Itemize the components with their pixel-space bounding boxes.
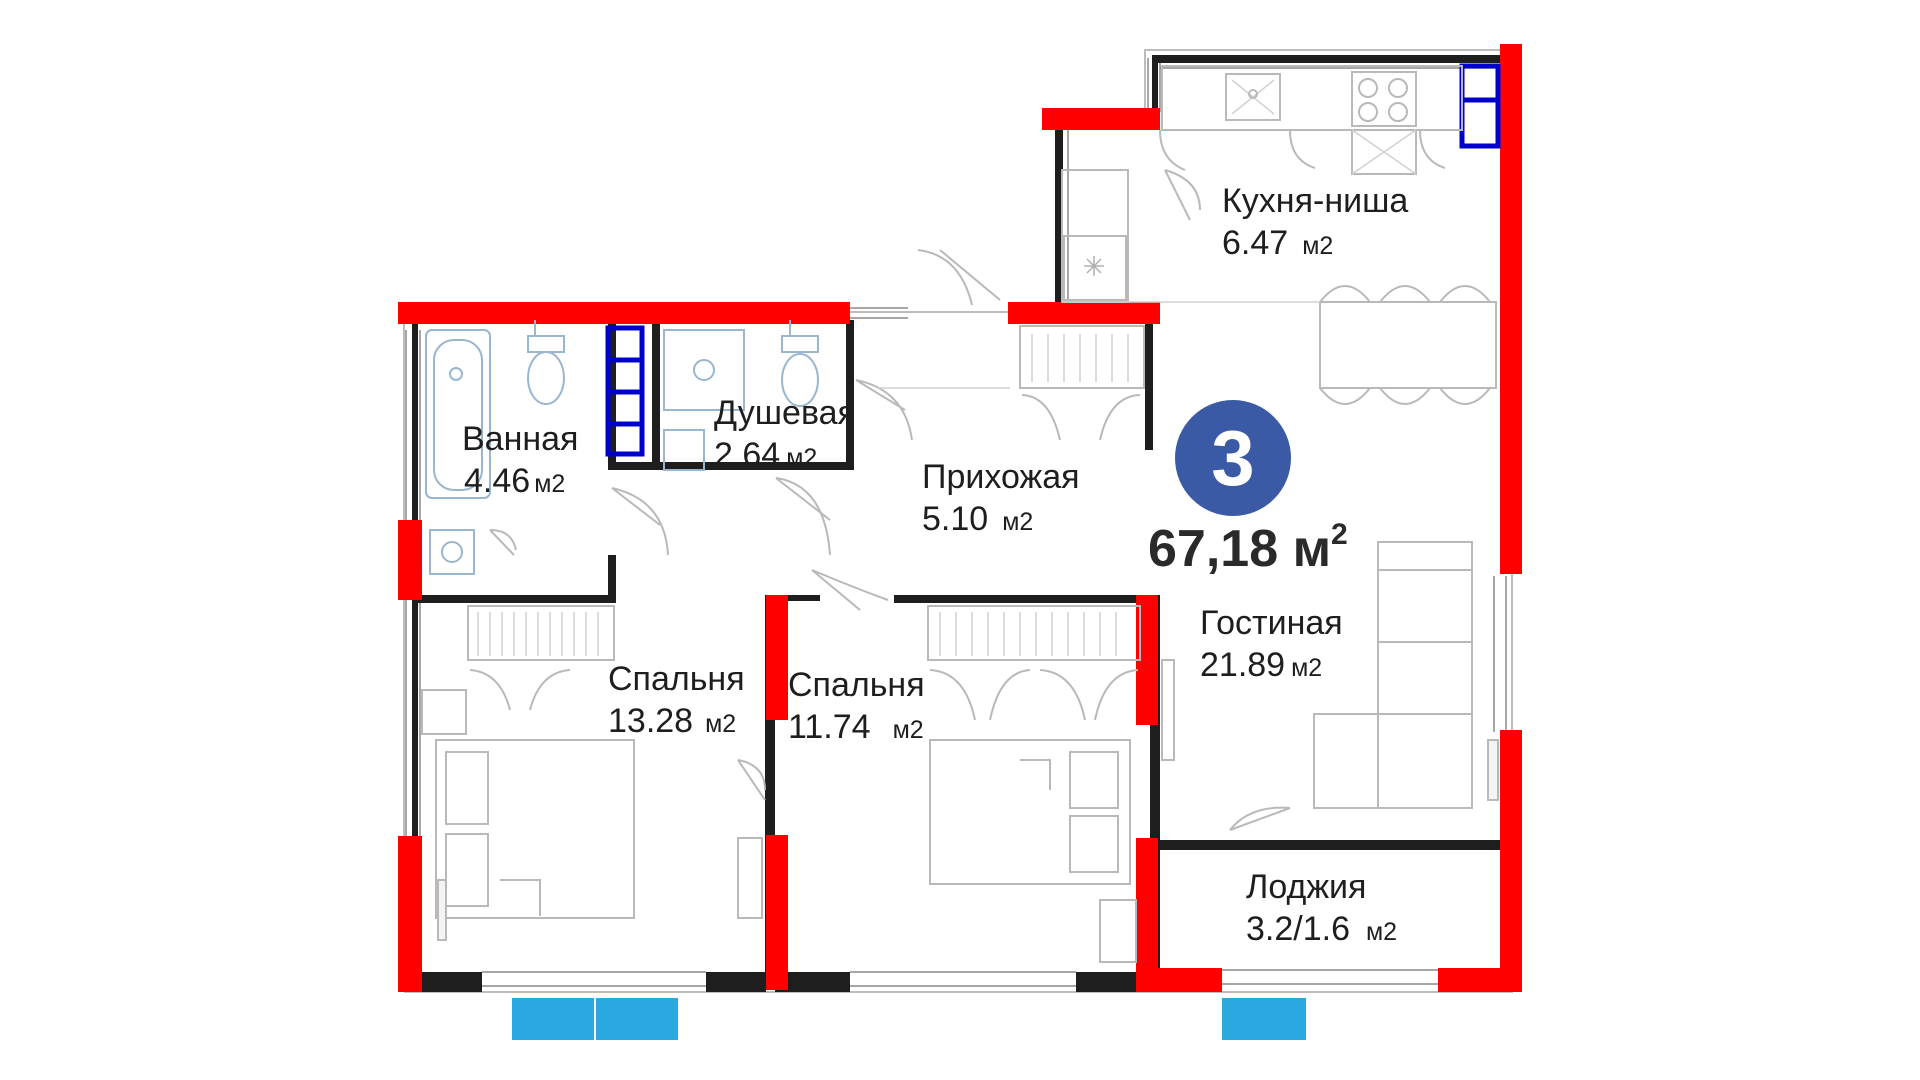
window-marker <box>1222 998 1306 1040</box>
bed <box>435 739 635 919</box>
wall-left-1 <box>398 520 422 600</box>
stove <box>1351 71 1417 127</box>
shower-tray <box>663 329 745 411</box>
dishwasher <box>1351 129 1417 175</box>
wall-left-2 <box>398 836 422 992</box>
wall-loggia-left <box>1136 838 1158 992</box>
rooms-count-badge: 3 <box>1175 400 1291 516</box>
wall-right <box>1500 44 1522 574</box>
wall-mid-2 <box>766 835 788 990</box>
wall-living-left <box>1136 595 1158 725</box>
toilet <box>527 351 565 405</box>
wall-right-lower <box>1500 730 1522 992</box>
room-name-bathroom: Ванная <box>462 420 578 458</box>
dining-table <box>878 285 1497 405</box>
room-name-bedroom-2: Спальня <box>788 666 925 704</box>
door <box>917 249 1001 306</box>
window-marker <box>596 998 678 1040</box>
window-marker <box>512 998 594 1040</box>
door <box>611 487 669 556</box>
wall-top-mid <box>1008 302 1160 324</box>
kitchen-sink <box>1225 73 1281 121</box>
room-name-kitchen: Кухня-ниша <box>1222 182 1408 220</box>
bathtub <box>425 329 491 499</box>
total-area: 67,18 м2 <box>1148 518 1348 578</box>
table <box>1319 301 1497 389</box>
wardrobe <box>927 605 1141 661</box>
room-name-loggia: Лоджия <box>1246 868 1366 906</box>
bearing-walls <box>398 44 1522 992</box>
vent-shaft <box>1459 63 1501 149</box>
doors <box>489 169 1291 831</box>
wall-top-left <box>398 302 850 324</box>
wall-kitchen-top <box>1042 108 1160 130</box>
door <box>811 569 889 611</box>
bathroom-fixtures <box>425 320 819 575</box>
room-name-hallway: Прихожая <box>922 458 1080 496</box>
fridge <box>1063 235 1127 301</box>
door <box>489 529 517 556</box>
beds <box>421 689 1137 963</box>
door <box>737 759 766 801</box>
total-area-superscript: 2 <box>1331 518 1348 551</box>
wall-bottom-right <box>1136 968 1222 992</box>
wardrobe <box>467 605 615 661</box>
sink <box>429 529 475 575</box>
snowflake-icon <box>1084 256 1104 276</box>
wall-bottom-far-right <box>1438 968 1522 992</box>
wardrobe <box>1019 325 1145 389</box>
window-markers <box>512 998 1306 1040</box>
total-area-value: 67,18 м <box>1148 520 1331 578</box>
sofa <box>1161 541 1499 809</box>
kitchen-counter <box>1161 65 1463 131</box>
door <box>775 477 831 556</box>
door <box>1164 169 1201 221</box>
door <box>1229 806 1291 831</box>
wardrobes <box>467 325 1145 721</box>
wall-mid-1 <box>766 595 788 720</box>
room-name-shower: Душевая <box>714 394 856 432</box>
sofa-main <box>1377 541 1473 809</box>
shower-toilet <box>781 353 819 407</box>
room-name-living: Гостиная <box>1200 604 1343 642</box>
sofa-corner <box>1313 713 1473 809</box>
room-name-bedroom-1: Спальня <box>608 660 745 698</box>
bed <box>929 739 1131 885</box>
badge-number: 3 <box>1211 414 1254 502</box>
badge-circle <box>1175 400 1291 516</box>
door <box>855 379 913 441</box>
